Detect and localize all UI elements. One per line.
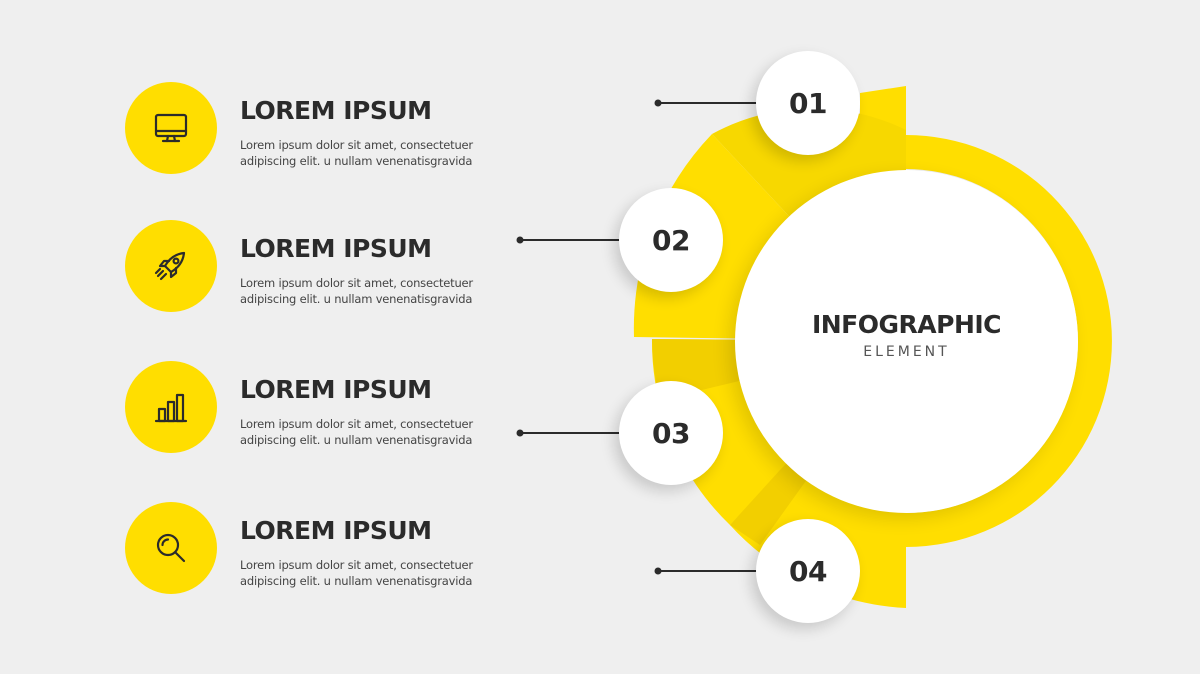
item-description: Lorem ipsum dolor sit amet, consectetuer… bbox=[240, 137, 500, 169]
icon-circle bbox=[125, 502, 217, 594]
icon-circle bbox=[125, 82, 217, 174]
list-item: LOREM IPSUM Lorem ipsum dolor sit amet, … bbox=[125, 502, 545, 594]
item-description: Lorem ipsum dolor sit amet, consectetuer… bbox=[240, 275, 500, 307]
item-description-line: Lorem ipsum dolor sit amet, consectetuer bbox=[240, 558, 473, 572]
center-subtitle: ELEMENT bbox=[863, 344, 950, 360]
center-circle bbox=[735, 170, 1078, 513]
icon-circle bbox=[125, 220, 217, 312]
item-description-line: adipiscing elit. u nullam venenatisgravi… bbox=[240, 292, 473, 306]
item-title: LOREM IPSUM bbox=[240, 375, 432, 404]
item-description-line: adipiscing elit. u nullam venenatisgravi… bbox=[240, 154, 473, 168]
item-description-line: adipiscing elit. u nullam venenatisgravi… bbox=[240, 574, 473, 588]
list-item: LOREM IPSUM Lorem ipsum dolor sit amet, … bbox=[125, 82, 545, 174]
search-icon bbox=[156, 533, 186, 563]
step-number-02: 02 bbox=[619, 188, 723, 292]
center-title: INFOGRAPHIC bbox=[811, 310, 1002, 339]
item-description: Lorem ipsum dolor sit amet, consectetuer… bbox=[240, 557, 500, 589]
list-item: LOREM IPSUM Lorem ipsum dolor sit amet, … bbox=[125, 220, 545, 312]
item-description-line: Lorem ipsum dolor sit amet, consectetuer bbox=[240, 417, 473, 431]
step-number-04: 04 bbox=[756, 519, 860, 623]
step-number-03: 03 bbox=[619, 381, 723, 485]
item-description-line: adipiscing elit. u nullam venenatisgravi… bbox=[240, 433, 473, 447]
item-title: LOREM IPSUM bbox=[240, 234, 432, 263]
item-description: Lorem ipsum dolor sit amet, consectetuer… bbox=[240, 416, 500, 448]
item-title: LOREM IPSUM bbox=[240, 96, 432, 125]
rocket-icon bbox=[154, 251, 186, 281]
bar-chart-icon bbox=[154, 393, 188, 423]
step-number-01: 01 bbox=[756, 51, 860, 155]
item-description-line: Lorem ipsum dolor sit amet, consectetuer bbox=[240, 138, 473, 152]
ring-outer-arc bbox=[906, 135, 1112, 547]
item-description-line: Lorem ipsum dolor sit amet, consectetuer bbox=[240, 276, 473, 290]
connector-lines bbox=[520, 102, 772, 572]
icon-circle bbox=[125, 361, 217, 453]
item-title: LOREM IPSUM bbox=[240, 516, 432, 545]
list-item: LOREM IPSUM Lorem ipsum dolor sit amet, … bbox=[125, 361, 545, 453]
monitor-icon bbox=[154, 113, 188, 143]
